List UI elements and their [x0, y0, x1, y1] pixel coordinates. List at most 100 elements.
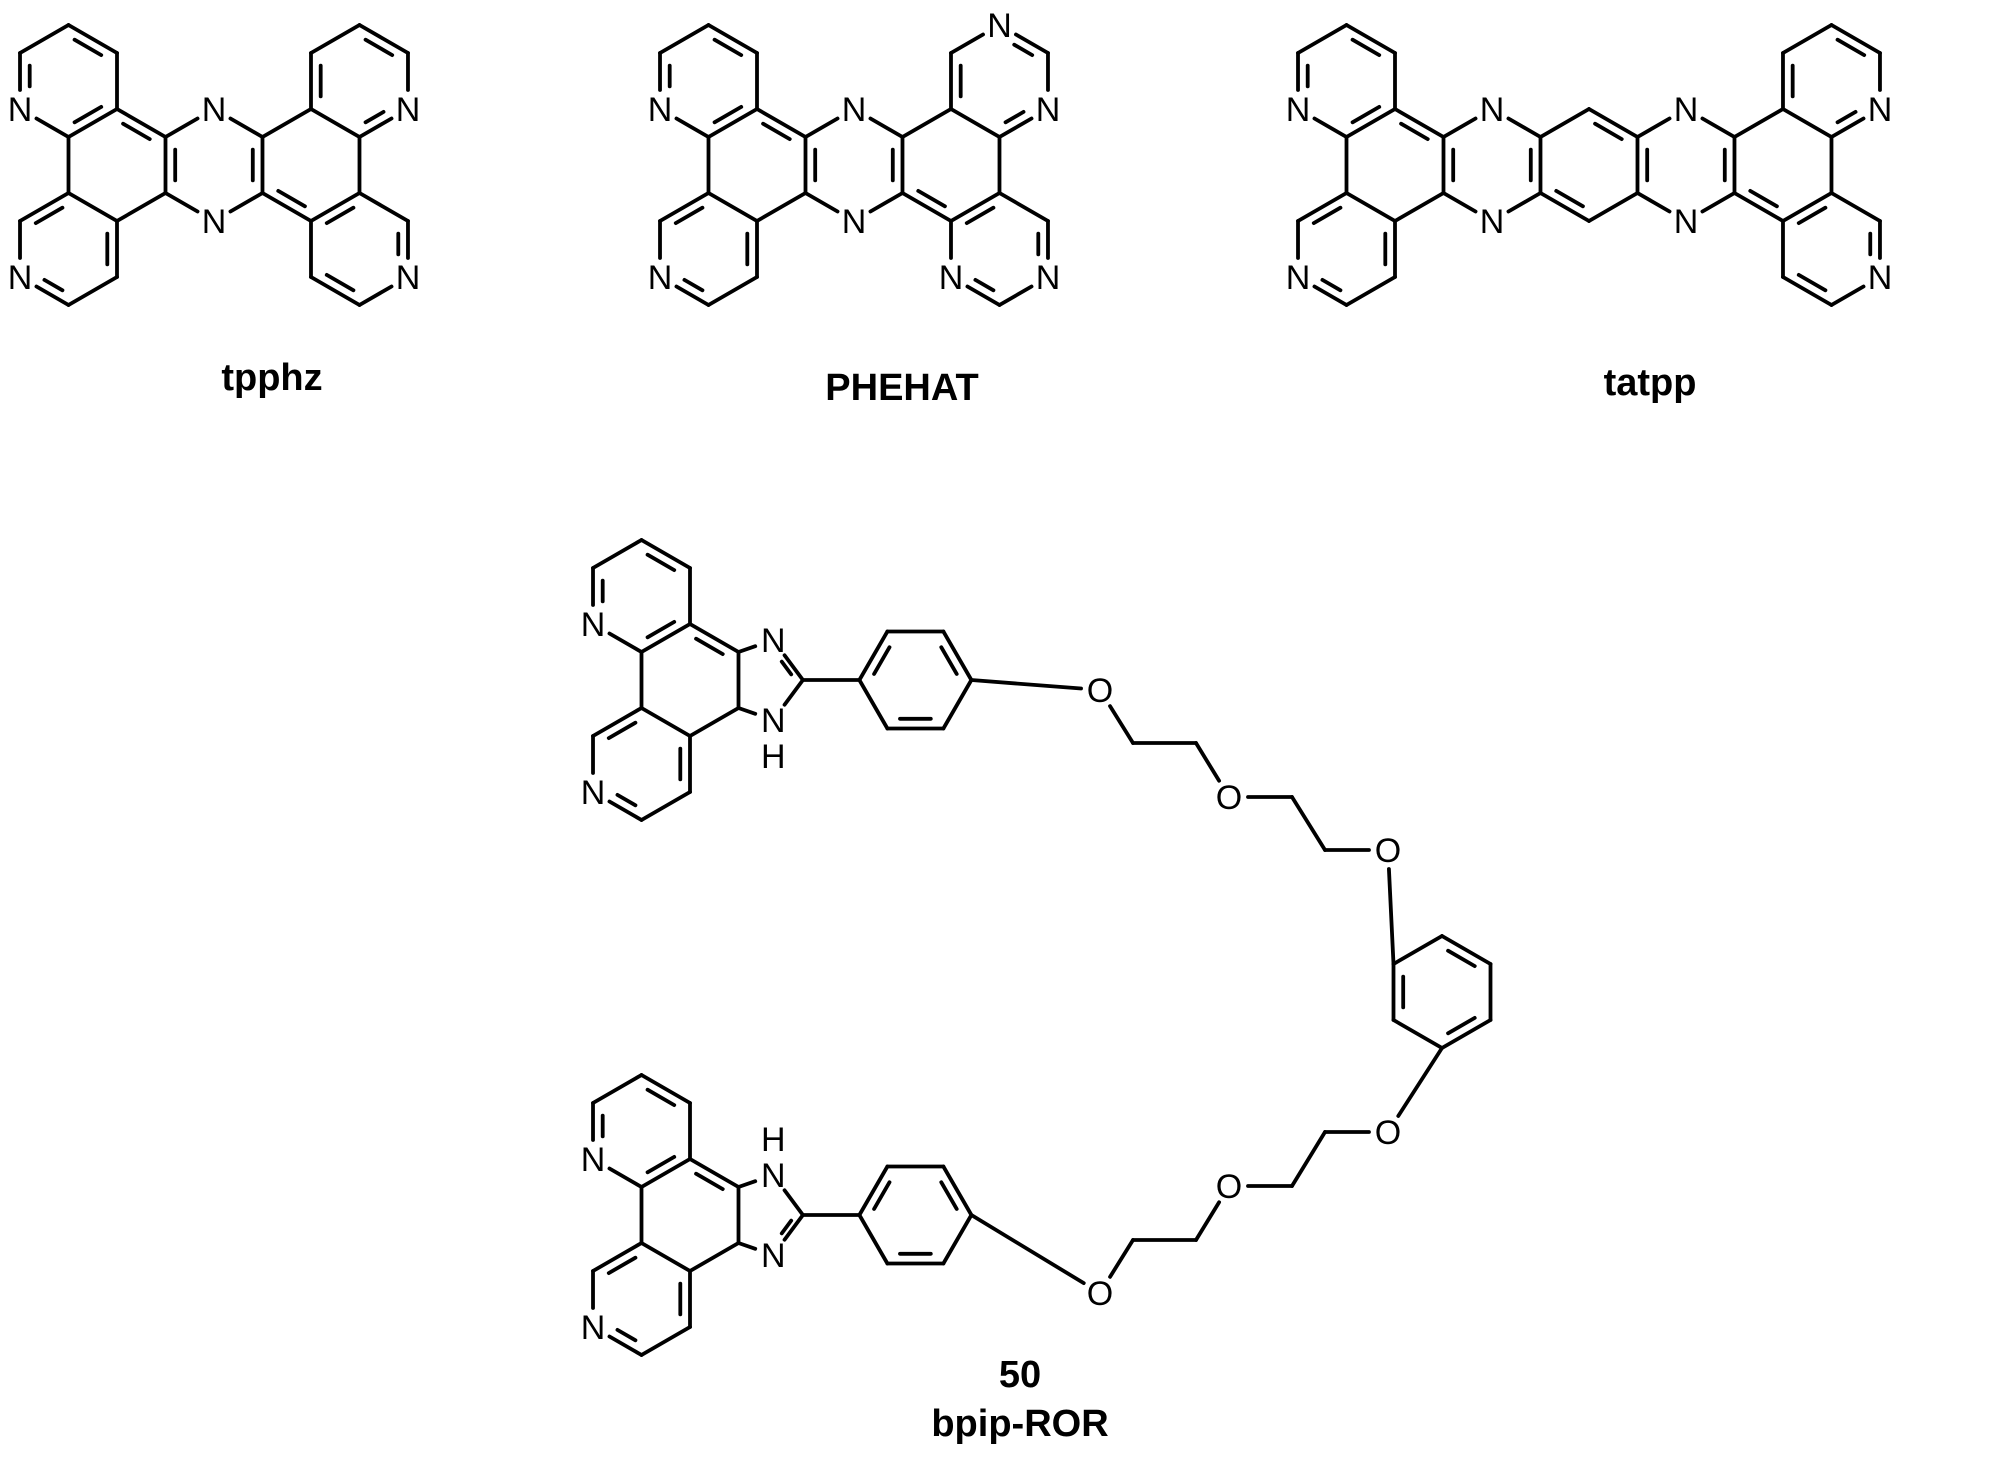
- tatpp-bond-107: [1344, 107, 1397, 139]
- bpip-ror-double-bond-268: [939, 1180, 959, 1211]
- tatpp-double-bond-157: [1835, 37, 1867, 57]
- bpip-ror-double-bond-253: [694, 636, 725, 656]
- bpip-ror-double-bond-247: [645, 552, 677, 572]
- tpphz-nitrogen-3-backdrop: [390, 92, 425, 126]
- tpphz-nitrogen-4-backdrop: [390, 260, 425, 294]
- bpip-ror-bond-215: [782, 1188, 805, 1217]
- bpip-ror-bond-243: [1194, 1200, 1221, 1242]
- bpip-ror-nitrogen-1-backdrop: [576, 607, 611, 641]
- bpip-ror-nitrogen-5: N: [581, 1141, 606, 1179]
- tpphz-bond-3: [66, 107, 119, 139]
- tatpp-nitrogen-6-backdrop: [1668, 204, 1703, 238]
- phehat-nitrogen-1: N: [648, 91, 673, 129]
- bpip-ror-nitrogen-5-backdrop: [576, 1142, 611, 1176]
- phehat-bond-76: [997, 116, 1034, 139]
- tatpp-double-bond-161: [1796, 272, 1828, 293]
- phehat-nitrogen-1-backdrop: [643, 92, 678, 126]
- tatpp-bond-149: [1781, 275, 1834, 307]
- bpip-ror-bond-171: [639, 538, 692, 570]
- phehat-bond-83: [900, 107, 953, 139]
- bpip-ror-oxygen-12: O: [1375, 1114, 1401, 1152]
- tpphz-bond-32: [357, 191, 410, 223]
- bpip-ror-bond-239: [1396, 1046, 1444, 1118]
- tatpp-bond-141: [1781, 23, 1834, 55]
- bpip-ror-bond-210: [639, 1325, 692, 1357]
- tatpp-bond-117: [1344, 275, 1397, 307]
- bpip-ror-nitrogen-2: N: [581, 774, 606, 812]
- tatpp-double-bond-151: [1350, 37, 1382, 57]
- tatpp-nitrogen-1: N: [1286, 91, 1311, 129]
- tpphz-nitrogen-5-backdrop: [196, 92, 231, 126]
- tpphz-bond-34: [357, 284, 394, 307]
- bpip-ror-bond-198: [639, 1073, 692, 1105]
- tpphz-bond-19: [228, 191, 265, 214]
- tatpp-bond-131: [1700, 116, 1737, 139]
- tpphz-bond-27: [309, 23, 362, 55]
- bpip-ror-bond-187: [736, 644, 758, 654]
- phehat-nitrogen-7-backdrop: [1030, 260, 1065, 294]
- phehat-bond-74: [1014, 32, 1050, 55]
- tatpp-bond-118: [1312, 284, 1349, 307]
- phehat-nitrogen-2-backdrop: [643, 260, 678, 294]
- tpphz-bond-30: [260, 191, 313, 223]
- bpip-ror-double-bond-263: [606, 1255, 638, 1275]
- caption-bpip-ror: bpip-ROR: [931, 1403, 1108, 1445]
- phehat-bond-79: [949, 32, 985, 55]
- bpip-ror-bond-203: [591, 1073, 644, 1105]
- phehat-bond-86: [997, 284, 1034, 307]
- tatpp-nitrogen-5: N: [1674, 91, 1699, 129]
- tpphz-bond-21: [163, 116, 200, 139]
- tpphz-double-bond-49: [121, 121, 152, 142]
- tpphz-bond-16: [18, 191, 71, 223]
- tatpp-double-bond-166: [1593, 121, 1624, 142]
- phehat-nitrogen-7: N: [1036, 259, 1061, 297]
- tatpp-double-bond-155: [1320, 277, 1343, 293]
- caption-tatpp: tatpp: [1604, 362, 1697, 404]
- bpip-ror-oxygen-10-backdrop: [1212, 780, 1246, 814]
- bpip-ror-bond-223: [941, 1164, 974, 1217]
- bpip-ror-bond-226: [1108, 704, 1135, 745]
- phehat-nitrogen-6: N: [987, 7, 1012, 45]
- bpip-ror-nh-nitrogen-4-backdrop: [756, 703, 791, 737]
- tatpp-bond-120: [1296, 191, 1349, 223]
- phehat-bond-69: [868, 116, 905, 139]
- tatpp-nitrogen-3: N: [1480, 91, 1505, 129]
- tatpp-bond-136: [1829, 23, 1882, 55]
- tpphz-nitrogen-1-backdrop: [3, 92, 38, 126]
- phehat-double-bond-89: [712, 37, 744, 57]
- tatpp-nitrogen-2: N: [1286, 259, 1311, 297]
- bpip-ror-bond-237: [1391, 934, 1444, 966]
- tatpp-double-bond-152: [1350, 105, 1382, 125]
- bpip-ror-double-bond-258: [645, 1087, 677, 1107]
- bpip-ror-oxygen-9: O: [1087, 672, 1113, 710]
- tatpp-nitrogen-1-backdrop: [1281, 92, 1316, 126]
- tatpp-bond-144: [1732, 191, 1785, 223]
- tatpp-bond-111: [1393, 107, 1446, 139]
- tpphz-double-bond-44: [363, 110, 386, 125]
- bpip-ror-double-bond-256: [872, 645, 892, 676]
- bpip-ror-bond-220: [857, 1213, 890, 1266]
- compound-number-50: 50: [999, 1354, 1041, 1396]
- phehat-bond-84: [997, 191, 1050, 223]
- tatpp-double-bond-158: [1835, 110, 1858, 125]
- phehat-bond-56: [674, 116, 711, 139]
- bpip-ror-double-bond-265: [779, 1218, 794, 1236]
- tpphz-bond-1: [66, 23, 119, 55]
- bpip-ror-bond-190: [736, 706, 758, 716]
- bpip-ror-bond-238: [1387, 867, 1396, 966]
- bpip-ror-bond-213: [591, 1241, 644, 1273]
- tpphz-double-bond-43: [363, 37, 395, 57]
- phehat-nitrogen-5: N: [1036, 91, 1061, 129]
- tatpp-bond-143: [1781, 191, 1834, 223]
- tatpp-bond-133: [1700, 191, 1737, 214]
- tatpp-bond-126: [1587, 107, 1640, 139]
- bpip-ror-nh-hydrogen-2: H: [761, 1121, 786, 1159]
- bpip-ror-bond-179: [688, 706, 741, 738]
- bpip-ror-oxygen-13: O: [1216, 1168, 1242, 1206]
- tpphz-bond-14: [34, 284, 71, 307]
- tatpp-bond-128: [1587, 191, 1640, 223]
- bpip-ror-bond-191: [941, 678, 974, 731]
- tpphz-bond-10: [66, 191, 119, 223]
- tpphz-bond-35: [309, 275, 362, 307]
